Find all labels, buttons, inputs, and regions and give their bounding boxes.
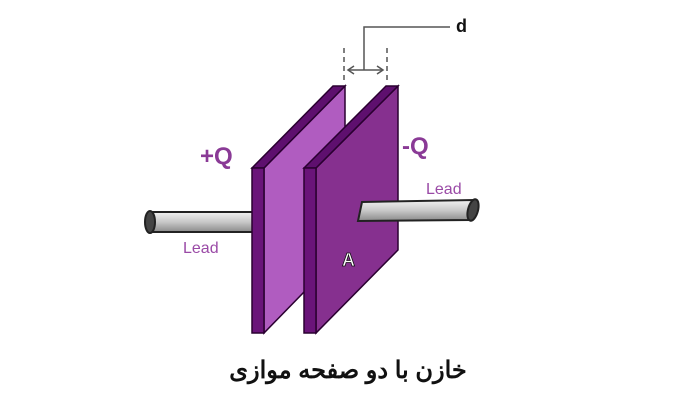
negative-plate	[302, 84, 400, 335]
distance-indicator	[343, 26, 450, 84]
right-lead-label: Lead	[426, 181, 462, 198]
left-lead-wire	[144, 210, 255, 234]
right-lead-wire	[356, 198, 480, 223]
area-label: A	[342, 250, 355, 270]
negative-charge-label: -Q	[402, 133, 429, 160]
positive-charge-label: +Q	[200, 143, 233, 170]
left-lead-label: Lead	[183, 240, 219, 257]
distance-label: d	[456, 16, 467, 36]
caption: خازن با دو صفحه موازی	[229, 357, 466, 385]
